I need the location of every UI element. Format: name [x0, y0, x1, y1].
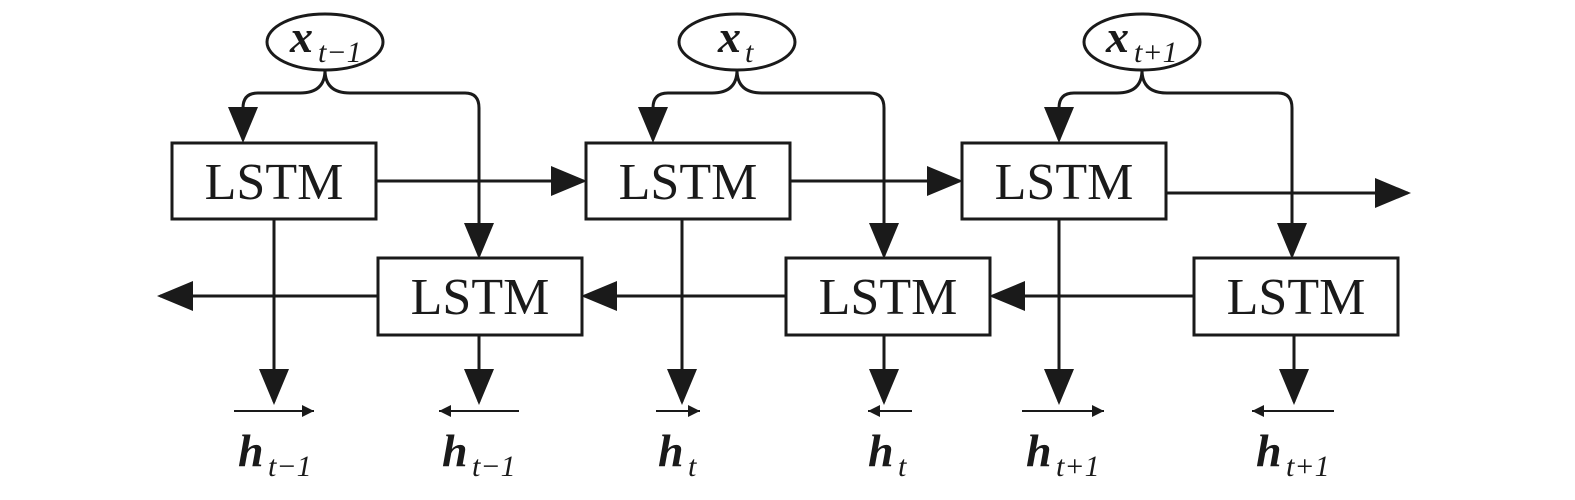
output-subscript: t+1: [1286, 450, 1330, 483]
input-symbol: x: [1105, 11, 1129, 62]
output-symbol: h: [442, 425, 468, 476]
output-subscript: t: [898, 450, 907, 483]
output-subscript: t: [688, 450, 697, 483]
output-subscript: t+1: [1056, 450, 1100, 483]
output-h-backward-t-minus-1: h t−1: [439, 405, 519, 483]
output-symbol: h: [238, 425, 264, 476]
cell-label: LSTM: [819, 269, 958, 326]
input-node-t-minus-1: x t−1: [265, 11, 385, 72]
input-subscript: t−1: [318, 36, 362, 69]
backward-lstm-cell-2: LSTM: [784, 256, 992, 337]
input-subscript: t: [745, 36, 754, 69]
output-symbol: h: [658, 425, 684, 476]
cell-label: LSTM: [995, 154, 1134, 211]
backward-lstm-cell-1: LSTM: [376, 256, 584, 337]
output-h-forward-t: h t: [656, 405, 700, 483]
output-h-backward-t: h t: [868, 405, 912, 483]
forward-lstm-cell-3: LSTM: [960, 141, 1168, 221]
output-subscript: t−1: [472, 450, 516, 483]
input-subscript: t+1: [1134, 36, 1178, 69]
output-symbol: h: [1026, 425, 1052, 476]
input-wires-t-plus-1: [1044, 69, 1307, 259]
cell-label: LSTM: [619, 154, 758, 211]
cell-label: LSTM: [205, 154, 344, 211]
output-symbol: h: [868, 425, 894, 476]
output-symbol: h: [1256, 425, 1282, 476]
cell-label: LSTM: [411, 269, 550, 326]
forward-lstm-cell-2: LSTM: [584, 141, 792, 221]
input-symbol: x: [717, 11, 741, 62]
input-wires-t-minus-1: [228, 69, 494, 259]
output-h-backward-t-plus-1: h t+1: [1252, 405, 1334, 483]
forward-lstm-cell-1: LSTM: [170, 141, 378, 221]
output-h-forward-t-minus-1: h t−1: [234, 405, 314, 483]
backward-lstm-cell-3: LSTM: [1192, 256, 1400, 337]
input-wires-t: [638, 69, 899, 259]
output-subscript: t−1: [268, 450, 312, 483]
input-node-t-plus-1: x t+1: [1082, 11, 1202, 72]
input-symbol: x: [289, 11, 313, 62]
input-node-t: x t: [677, 11, 797, 72]
cell-label: LSTM: [1227, 269, 1366, 326]
output-h-forward-t-plus-1: h t+1: [1022, 405, 1104, 483]
